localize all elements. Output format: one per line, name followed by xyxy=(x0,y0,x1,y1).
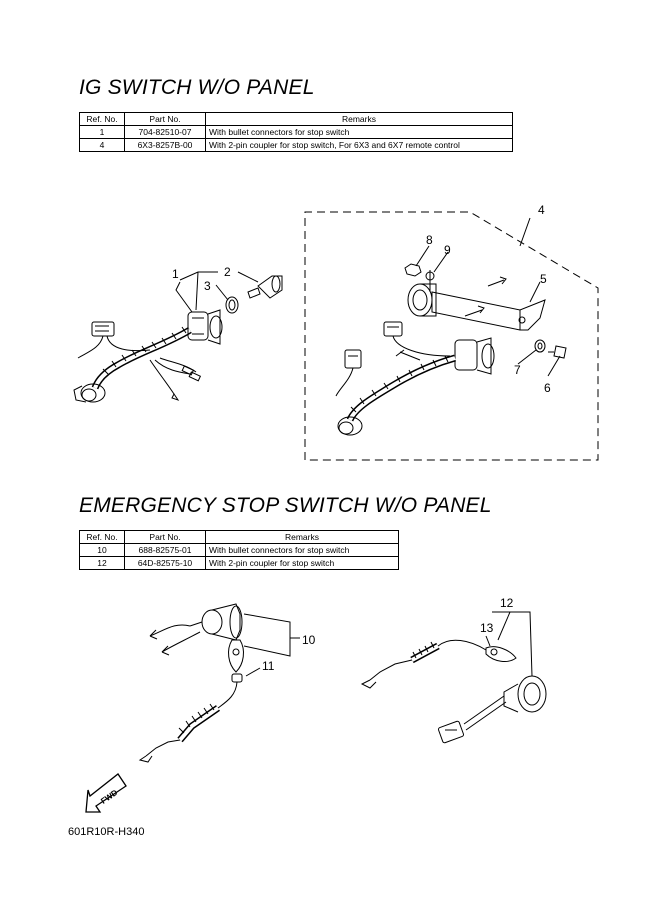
table-header-row: Ref. No. Part No. Remarks xyxy=(79,112,513,126)
callout-6: 6 xyxy=(544,381,551,395)
callout-10: 10 xyxy=(302,633,316,647)
cell-ref-no: 4 xyxy=(79,138,125,152)
stop-switch-assembly-right xyxy=(360,611,547,744)
callout-12: 12 xyxy=(500,596,514,610)
fwd-arrow-icon xyxy=(85,773,127,813)
callout-3: 3 xyxy=(204,279,211,293)
cell-part-no: 6X3-8257B-00 xyxy=(124,138,206,152)
table-row: 10 688-82575-01 With bullet connectors f… xyxy=(79,543,399,557)
callout-9: 9 xyxy=(444,243,451,257)
callout-8: 8 xyxy=(426,233,433,247)
ig-switch-assembly-right xyxy=(304,211,599,461)
callout-1: 1 xyxy=(172,267,179,281)
stop-switch-assembly-left xyxy=(138,603,300,763)
section2-title: EMERGENCY STOP SWITCH W/O PANEL xyxy=(79,494,492,517)
cell-remarks: With 2-pin coupler for stop switch, For … xyxy=(205,138,513,152)
cell-remarks: With 2-pin coupler for stop switch xyxy=(205,556,399,570)
table-row: 4 6X3-8257B-00 With 2-pin coupler for st… xyxy=(79,138,513,152)
callout-11: 11 xyxy=(262,659,275,673)
section1-parts-table: Ref. No. Part No. Remarks 1 704-82510-07… xyxy=(79,112,513,152)
section1-title: IG SWITCH W/O PANEL xyxy=(79,76,315,99)
table-row: 12 64D-82575-10 With 2-pin coupler for s… xyxy=(79,556,399,570)
fwd-label: FWD xyxy=(99,788,119,806)
callout-4: 4 xyxy=(538,203,545,217)
callout-5: 5 xyxy=(540,272,547,286)
callout-2: 2 xyxy=(224,265,231,279)
callout-13: 13 xyxy=(480,621,494,635)
drawing-code: 601R10R-H340 xyxy=(68,826,145,838)
callout-7: 7 xyxy=(514,363,521,377)
ig-switch-assembly-left xyxy=(73,271,283,403)
section2-parts-table: Ref. No. Part No. Remarks 10 688-82575-0… xyxy=(79,530,399,570)
